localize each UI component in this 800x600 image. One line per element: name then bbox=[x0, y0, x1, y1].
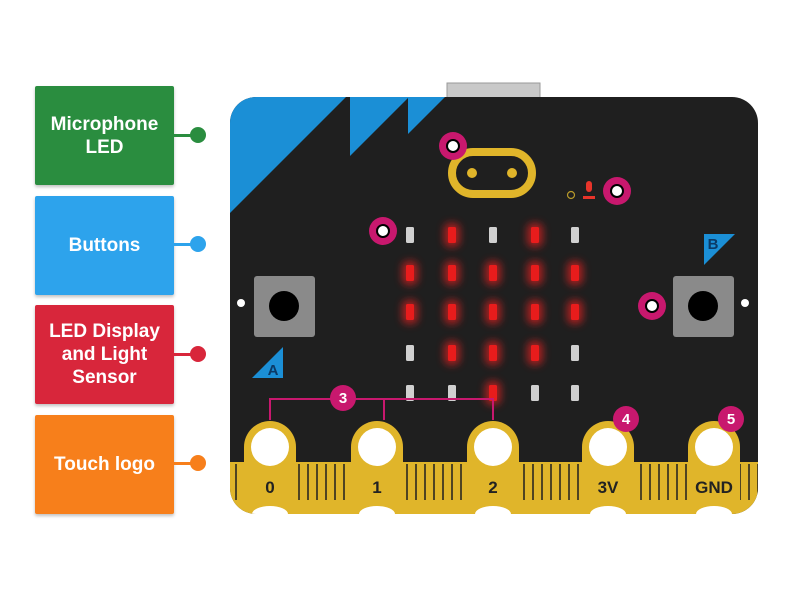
logo-dot bbox=[507, 168, 517, 178]
pin-label: 3V bbox=[598, 478, 619, 497]
led-off bbox=[448, 385, 456, 401]
pin-number-label: 5 bbox=[727, 411, 735, 428]
microphone-led bbox=[566, 190, 576, 200]
led-on bbox=[489, 304, 497, 320]
microphone-icon bbox=[583, 181, 595, 199]
blue-stripes bbox=[230, 97, 445, 213]
led-on bbox=[531, 227, 539, 243]
connector-line bbox=[174, 462, 196, 465]
led-on bbox=[448, 227, 456, 243]
pin-notch bbox=[252, 506, 288, 514]
connector-line bbox=[174, 134, 196, 137]
pin-hole[interactable] bbox=[695, 428, 733, 466]
mount-hole bbox=[741, 299, 749, 307]
button-b-label: B bbox=[708, 236, 719, 253]
pin-number-badge bbox=[718, 406, 744, 432]
pin-notch bbox=[696, 506, 732, 514]
pin-group-bracket bbox=[269, 398, 494, 420]
pin-notch bbox=[475, 506, 511, 514]
connector-line bbox=[174, 353, 196, 356]
connector-dot[interactable] bbox=[190, 455, 206, 471]
drop-target-center bbox=[378, 226, 388, 236]
led-on bbox=[489, 265, 497, 281]
led-on bbox=[489, 385, 497, 401]
pin-number-label: 3 bbox=[339, 390, 347, 407]
led-on bbox=[406, 265, 414, 281]
label-tile-led-display[interactable]: LED Display and Light Sensor bbox=[35, 305, 174, 404]
pin-label: GND bbox=[695, 478, 733, 497]
button-a[interactable] bbox=[254, 276, 315, 337]
drop-target-center bbox=[448, 141, 458, 151]
tile-text: LED Display and Light Sensor bbox=[49, 321, 160, 388]
drop-target-center bbox=[647, 301, 657, 311]
button-a-label: A bbox=[268, 362, 279, 379]
pin-hole[interactable] bbox=[251, 428, 289, 466]
pin-label: 2 bbox=[488, 478, 497, 497]
connector-line bbox=[174, 243, 196, 246]
pin-label: 1 bbox=[372, 478, 381, 497]
led-off bbox=[571, 345, 579, 361]
pin-hole[interactable] bbox=[358, 428, 396, 466]
pin-hole[interactable] bbox=[589, 428, 627, 466]
led-on bbox=[406, 304, 414, 320]
pin-number-badge bbox=[330, 385, 356, 411]
tile-text: Buttons bbox=[68, 235, 141, 256]
pin-number-label: 4 bbox=[622, 411, 631, 428]
led-on bbox=[448, 265, 456, 281]
button-b-marker bbox=[704, 234, 735, 265]
pin-label: 0 bbox=[265, 478, 274, 497]
led-off bbox=[406, 227, 414, 243]
led-on bbox=[531, 304, 539, 320]
led-off bbox=[406, 385, 414, 401]
edge-connector bbox=[230, 421, 758, 514]
led-off bbox=[571, 227, 579, 243]
touch-logo[interactable] bbox=[448, 148, 536, 198]
connector-dot[interactable] bbox=[190, 346, 206, 362]
led-off bbox=[406, 345, 414, 361]
led-on bbox=[489, 345, 497, 361]
pin-notch bbox=[590, 506, 626, 514]
led-off bbox=[531, 385, 539, 401]
pin-notch bbox=[359, 506, 395, 514]
led-on bbox=[531, 345, 539, 361]
led-on bbox=[571, 265, 579, 281]
tile-text: Touch logo bbox=[54, 454, 155, 475]
connector-dot[interactable] bbox=[190, 127, 206, 143]
label-tile-microphone-led[interactable]: Microphone LED bbox=[35, 86, 174, 185]
pin-hole[interactable] bbox=[474, 428, 512, 466]
led-off bbox=[489, 227, 497, 243]
label-tile-touch-logo[interactable]: Touch logo bbox=[35, 415, 174, 514]
drop-target-center bbox=[612, 186, 622, 196]
button-a-marker bbox=[252, 347, 283, 378]
logo-dot bbox=[467, 168, 477, 178]
led-on bbox=[448, 345, 456, 361]
mount-hole bbox=[237, 299, 245, 307]
led-on bbox=[531, 265, 539, 281]
led-off bbox=[571, 385, 579, 401]
led-on bbox=[448, 304, 456, 320]
connector-dot[interactable] bbox=[190, 236, 206, 252]
led-on bbox=[571, 304, 579, 320]
button-b[interactable] bbox=[673, 276, 734, 337]
pin-number-badge bbox=[613, 406, 639, 432]
led-matrix bbox=[402, 223, 583, 405]
label-tile-buttons[interactable]: Buttons bbox=[35, 196, 174, 295]
tile-text: Microphone LED bbox=[50, 113, 159, 158]
